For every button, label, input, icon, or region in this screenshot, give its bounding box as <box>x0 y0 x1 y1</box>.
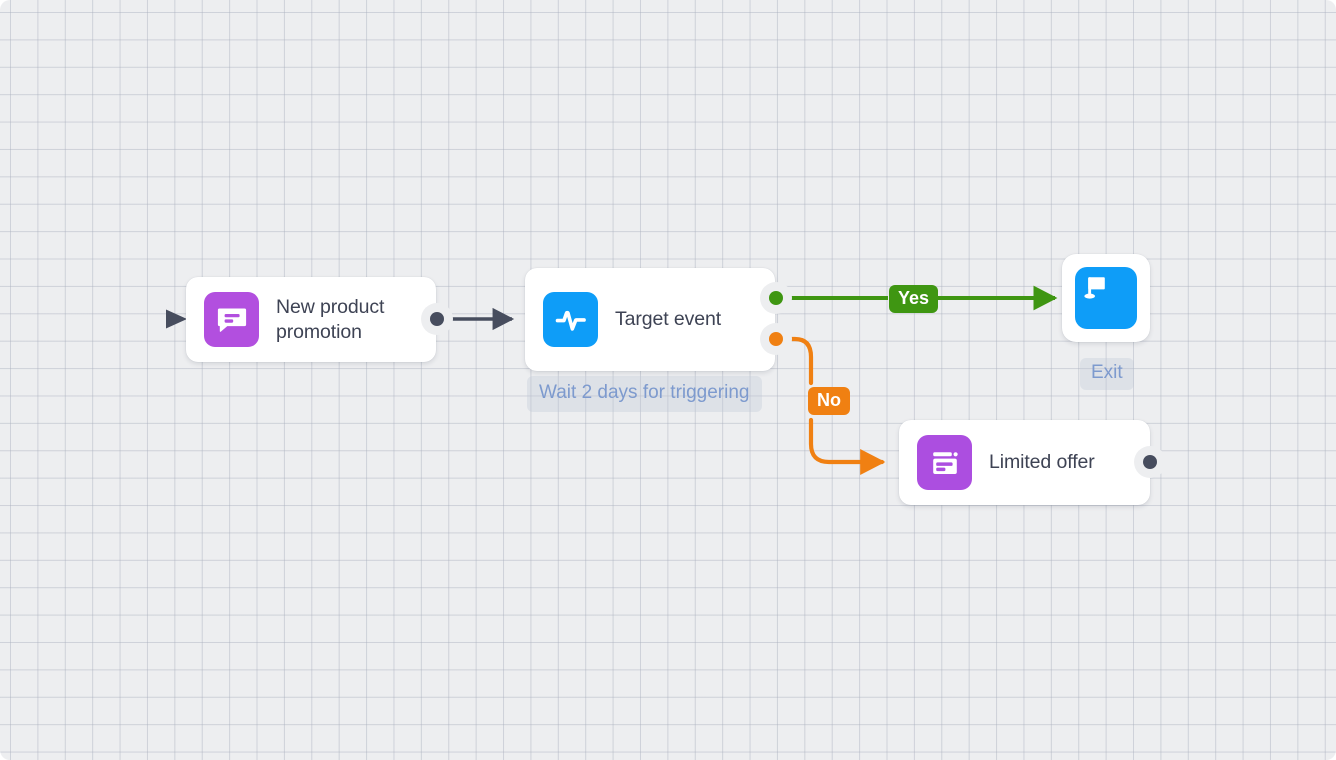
edge-entry <box>18 309 187 329</box>
activity-pulse-icon <box>543 292 598 347</box>
caption-wait-trigger: Wait 2 days for triggering <box>527 376 762 412</box>
node-new-product-promotion[interactable]: New product promotion <box>186 277 436 362</box>
node-exit[interactable] <box>1062 254 1150 342</box>
node-label: Target event <box>615 308 722 330</box>
badge-no[interactable]: No <box>808 387 850 415</box>
port-output-promo[interactable] <box>430 312 444 326</box>
caption-exit: Exit <box>1080 358 1134 390</box>
node-limited-offer[interactable]: Limited offer <box>899 420 1150 505</box>
badge-yes[interactable]: Yes <box>889 285 939 313</box>
node-label: Limited offer <box>989 451 1095 473</box>
port-output-limited[interactable] <box>1143 455 1157 469</box>
popup-window-icon <box>917 435 972 490</box>
port-output-yes[interactable] <box>769 291 783 305</box>
node-label: New product promotion <box>276 295 385 343</box>
speech-bubble-icon <box>204 292 259 347</box>
port-output-no[interactable] <box>769 332 783 346</box>
flag-icon <box>1075 267 1137 329</box>
node-target-event[interactable]: Target event <box>525 268 775 371</box>
